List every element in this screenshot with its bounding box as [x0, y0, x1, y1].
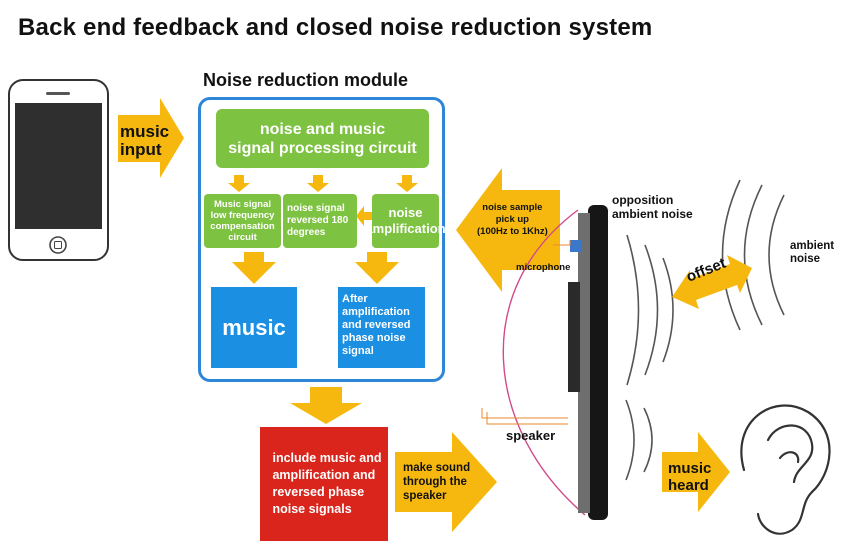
- music-input-arrow: [118, 98, 184, 178]
- diagram-title: Back end feedback and closed noise reduc…: [18, 14, 653, 41]
- down-arrow-include: [290, 387, 362, 424]
- down-arrow-music: [232, 252, 276, 284]
- down-arrows-small: [228, 175, 418, 192]
- speaker-label: speaker: [506, 428, 556, 443]
- make-sound-arrow: [395, 432, 497, 532]
- noise-sample-arrow: [456, 168, 560, 292]
- music-heard-arrow: [662, 432, 730, 512]
- smartphone-icon: [8, 79, 109, 261]
- music-box: music: [211, 287, 297, 368]
- music-input-label: music input: [120, 122, 170, 159]
- left-arrow-small: [356, 206, 372, 226]
- offset-arrow: [672, 255, 752, 309]
- ear-icon: [740, 404, 831, 535]
- headphone-cup: [481, 205, 608, 520]
- sound-wave-icon: [625, 179, 785, 481]
- microphone-label: microphone: [516, 262, 571, 273]
- module-title: Noise reduction module: [203, 70, 409, 90]
- noise-reduction-module: [198, 97, 445, 382]
- down-arrow-after: [355, 252, 399, 284]
